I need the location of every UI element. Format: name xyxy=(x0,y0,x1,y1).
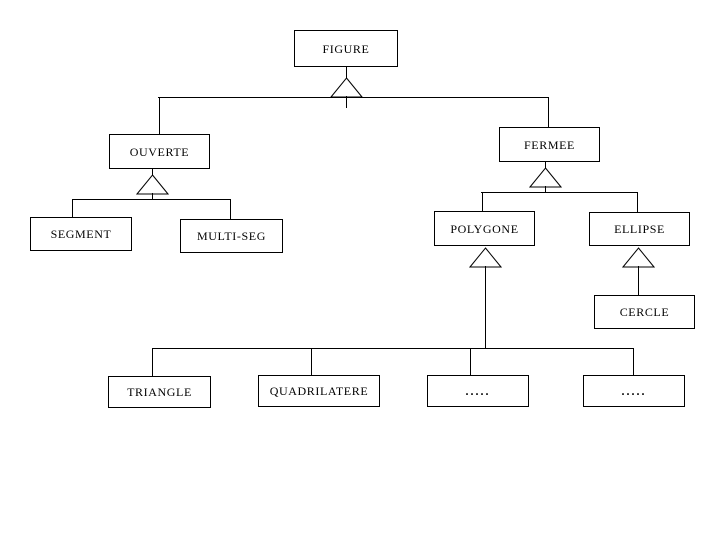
connector-bus-to-segment xyxy=(72,199,73,217)
class-box-fermee[interactable]: FERMEE xyxy=(499,127,600,162)
class-label-etc-2: ..... xyxy=(621,384,647,398)
class-box-quadrilatere[interactable]: QUADRILATERE xyxy=(258,375,380,407)
class-box-ouverte[interactable]: OUVERTE xyxy=(109,134,210,169)
connector-ouverte-to-bus xyxy=(152,193,153,200)
connector-polygone-to-bus xyxy=(485,266,486,349)
generalization-triangle-polygone xyxy=(469,247,502,268)
generalization-triangle-fermee xyxy=(529,167,562,188)
connector-bus-to-ellipse xyxy=(637,192,638,213)
connector-bus-to-ouverte xyxy=(159,97,160,134)
class-box-polygone[interactable]: POLYGONE xyxy=(434,211,535,246)
connector-bus-to-etc-2 xyxy=(633,348,634,376)
connector-bus-polygone xyxy=(152,348,634,349)
connector-bus-to-fermee xyxy=(548,97,549,127)
class-label-multi-seg: MULTI-SEG xyxy=(197,229,266,243)
connector-figure-to-bus xyxy=(346,96,347,108)
class-label-quadrilatere: QUADRILATERE xyxy=(269,384,369,398)
class-label-ellipse: ELLIPSE xyxy=(614,222,665,236)
class-box-figure[interactable]: FIGURE xyxy=(294,30,398,67)
class-label-etc-1: ..... xyxy=(465,384,491,398)
class-label-polygone: POLYGONE xyxy=(450,221,519,236)
class-label-cercle: CERCLE xyxy=(619,305,670,319)
connector-bus-figure xyxy=(158,97,548,98)
connector-bus-fermee xyxy=(481,192,638,193)
connector-ouverte-stem xyxy=(152,169,153,177)
connector-bus-to-quadrilatere xyxy=(311,348,312,376)
connector-bus-to-polygone xyxy=(482,192,483,212)
connector-bus-to-triangle xyxy=(152,348,153,376)
class-box-segment[interactable]: SEGMENT xyxy=(30,217,132,251)
generalization-triangle-figure xyxy=(330,77,363,98)
connector-fermee-stem xyxy=(545,162,546,169)
class-label-triangle: TRIANGLE xyxy=(127,385,192,399)
connector-ellipse-to-cercle xyxy=(638,266,639,296)
class-box-etc-2[interactable]: ..... xyxy=(583,375,685,407)
class-label-ouverte: OUVERTE xyxy=(129,144,190,159)
class-label-fermee: FERMEE xyxy=(524,137,575,152)
class-box-ellipse[interactable]: ELLIPSE xyxy=(589,212,690,246)
class-box-triangle[interactable]: TRIANGLE xyxy=(108,376,211,408)
connector-bus-to-multi-seg xyxy=(230,199,231,219)
connector-bus-to-etc-1 xyxy=(470,348,471,376)
class-label-figure: FIGURE xyxy=(322,41,370,56)
class-box-etc-1[interactable]: ..... xyxy=(427,375,529,407)
generalization-triangle-ellipse xyxy=(622,247,655,268)
class-label-segment: SEGMENT xyxy=(50,227,112,241)
class-box-cercle[interactable]: CERCLE xyxy=(594,295,695,329)
generalization-triangle-ouverte xyxy=(136,174,169,195)
connector-fermee-to-bus xyxy=(545,186,546,193)
connector-figure-stem xyxy=(346,67,347,79)
connector-bus-ouverte xyxy=(72,199,231,200)
class-box-multi-seg[interactable]: MULTI-SEG xyxy=(180,219,283,253)
